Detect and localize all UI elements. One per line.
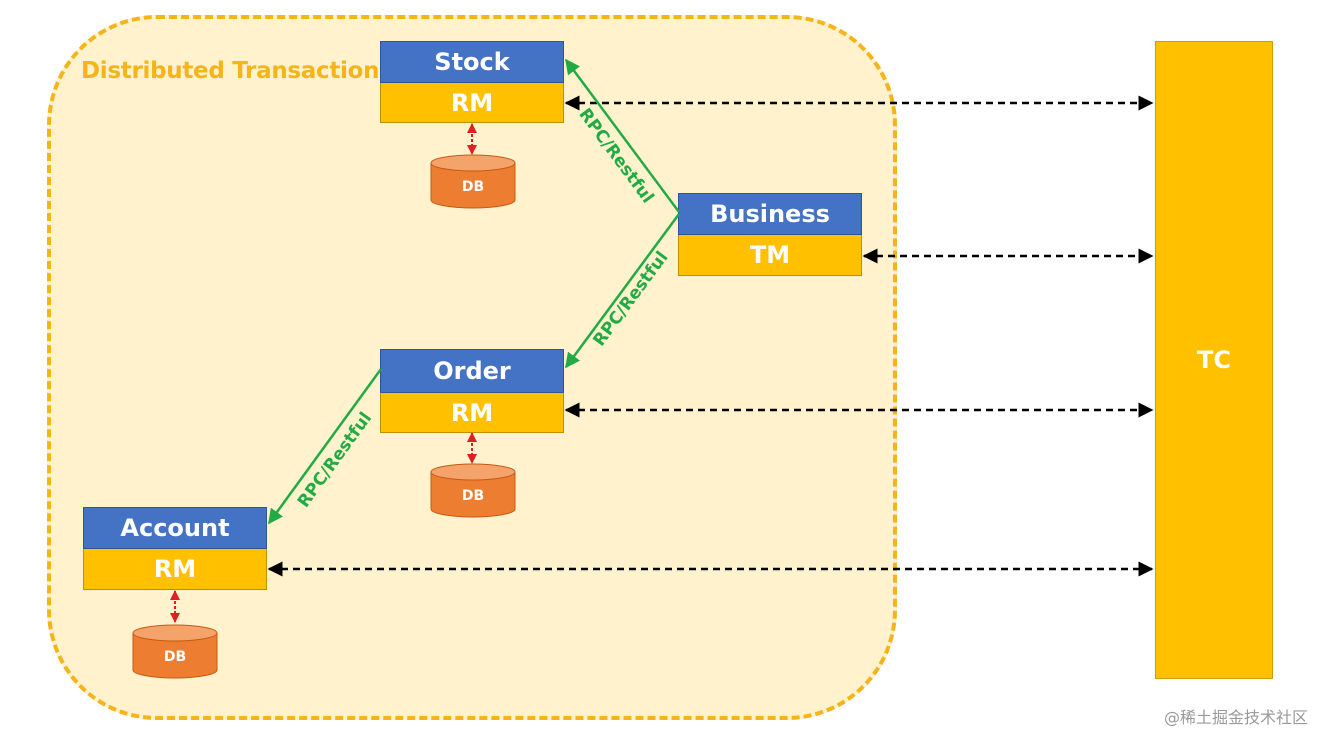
stock-db-label: DB [462,179,484,195]
watermark: @稀土掘金技术社区 [1163,708,1308,727]
region-title: Distributed Transaction [81,58,380,84]
account-db-label: DB [164,649,186,665]
business-component: Business TM [678,193,862,276]
rpc-label-stock: RPC/Restful [575,105,658,207]
order-db-cylinder: DB [430,463,516,518]
order-to-account-arrow [267,368,383,525]
stock-service-label: Stock [380,41,564,83]
account-db-cylinder: DB [132,624,218,679]
rpc-label-order: RPC/Restful [590,248,673,350]
account-component: Account RM [83,507,267,590]
stock-rm-label: RM [380,83,564,123]
transaction-coordinator: TC [1155,41,1273,679]
business-service-label: Business [678,193,862,235]
stock-db-cylinder: DB [430,154,516,209]
rpc-label-account: RPC/Restful [294,409,376,512]
stock-component: Stock RM [380,41,564,123]
business-to-stock-arrow [564,58,681,213]
order-db-label: DB [462,488,484,504]
business-to-order-arrow [564,213,681,369]
account-service-label: Account [83,507,267,549]
business-tm-label: TM [678,235,862,276]
order-service-label: Order [380,349,564,393]
account-rm-label: RM [83,549,267,590]
